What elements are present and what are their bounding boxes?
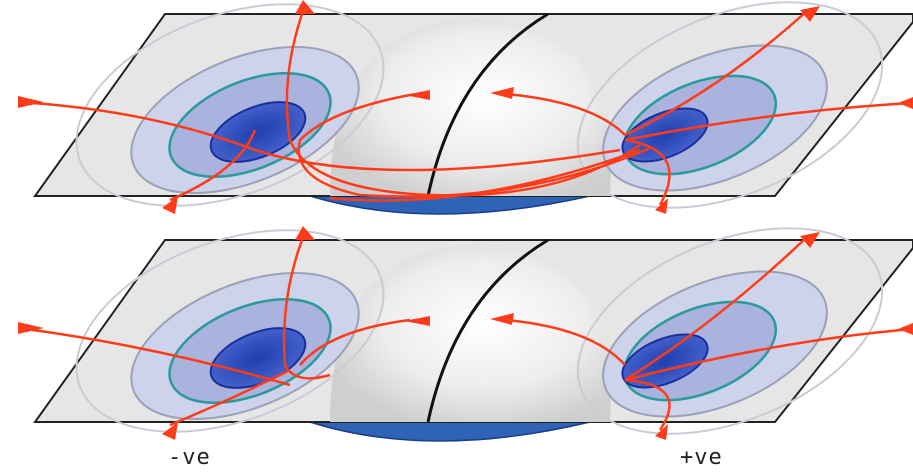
positive-pole-label: +ve	[680, 445, 723, 470]
sphere	[330, 18, 611, 196]
field-lines	[17, 9, 913, 206]
upper-panel	[17, 0, 913, 215]
field-arrows	[18, 0, 913, 214]
meridian-line	[426, 238, 549, 423]
sphere	[330, 244, 611, 422]
sphere-base	[309, 421, 591, 442]
negative-pole-label: -ve	[168, 445, 211, 470]
negative-pole-contours	[75, 3, 385, 207]
lower-panel	[17, 226, 913, 442]
meridian-line	[426, 12, 549, 197]
field-arrows	[18, 226, 913, 440]
field-lines	[17, 235, 913, 431]
